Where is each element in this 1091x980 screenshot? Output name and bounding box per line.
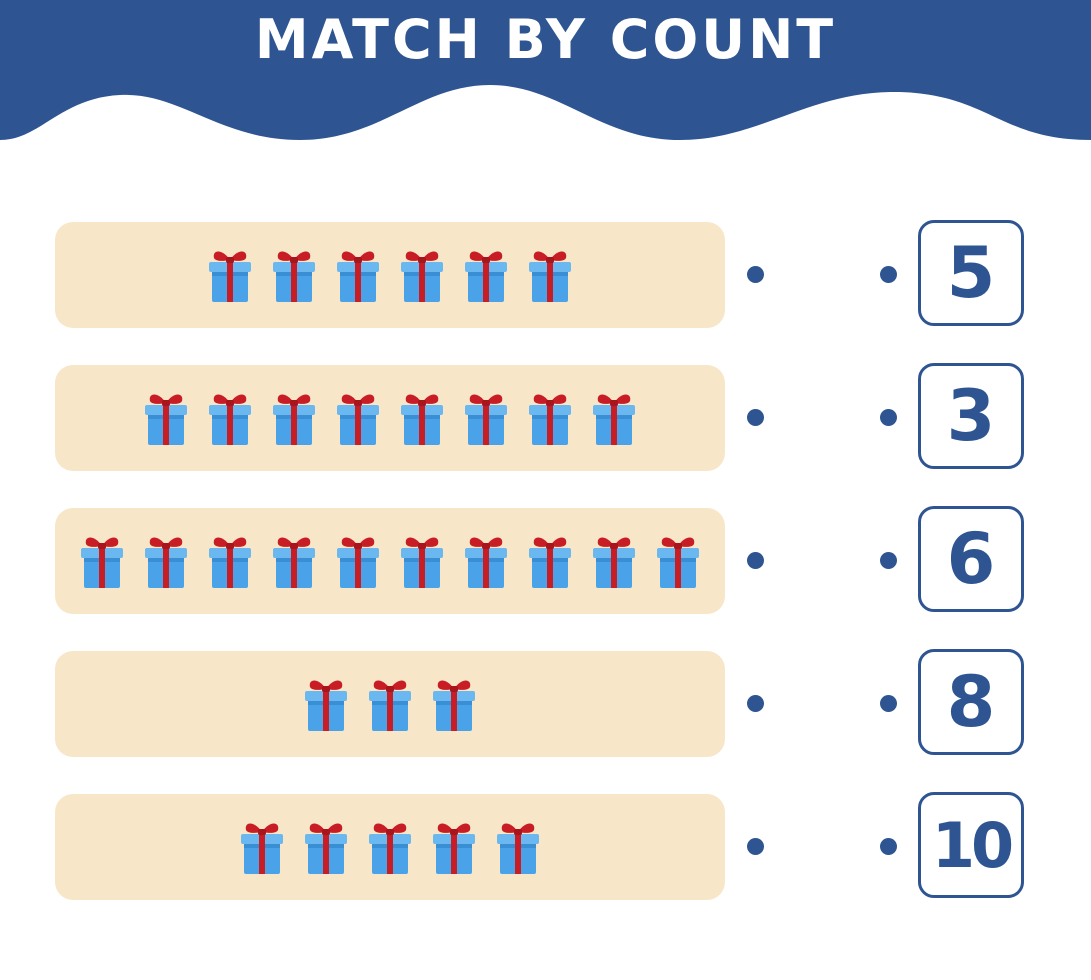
number-card[interactable]: 10 (918, 792, 1024, 898)
number-card[interactable]: 3 (918, 363, 1024, 469)
gift-box-icon (198, 246, 262, 304)
gift-box-icon (326, 532, 390, 590)
number-card[interactable]: 8 (918, 649, 1024, 755)
gift-box-icon (262, 532, 326, 590)
gift-box-icon (646, 532, 710, 590)
count-row (55, 222, 725, 328)
count-row (55, 794, 725, 900)
right-match-dot[interactable] (880, 409, 897, 426)
gift-box-icon (134, 532, 198, 590)
gift-box-icon (262, 246, 326, 304)
number-card[interactable]: 6 (918, 506, 1024, 612)
gift-box-icon (390, 246, 454, 304)
gift-box-icon (390, 532, 454, 590)
gift-box-icon (454, 532, 518, 590)
count-row (55, 365, 725, 471)
gift-box-icon (70, 532, 134, 590)
left-match-dot[interactable] (747, 838, 764, 855)
gift-box-icon (326, 246, 390, 304)
gift-box-icon (198, 389, 262, 447)
right-match-dot[interactable] (880, 266, 897, 283)
gift-box-icon (294, 818, 358, 876)
left-match-dot[interactable] (747, 409, 764, 426)
gift-box-icon (454, 246, 518, 304)
gift-box-icon (518, 246, 582, 304)
gift-box-icon (422, 675, 486, 733)
gift-box-icon (582, 389, 646, 447)
gift-box-icon (422, 818, 486, 876)
gift-box-icon (518, 532, 582, 590)
number-card[interactable]: 5 (918, 220, 1024, 326)
header-banner (0, 0, 1091, 140)
gift-box-icon (486, 818, 550, 876)
gift-box-icon (326, 389, 390, 447)
right-match-dot[interactable] (880, 838, 897, 855)
gift-box-icon (454, 389, 518, 447)
count-row (55, 508, 725, 614)
left-match-dot[interactable] (747, 266, 764, 283)
gift-box-icon (198, 532, 262, 590)
gift-box-icon (262, 389, 326, 447)
page-title: MATCH BY COUNT (254, 8, 837, 71)
right-match-dot[interactable] (880, 552, 897, 569)
left-match-dot[interactable] (747, 552, 764, 569)
gift-box-icon (294, 675, 358, 733)
gift-box-icon (358, 675, 422, 733)
gift-box-icon (582, 532, 646, 590)
right-match-dot[interactable] (880, 695, 897, 712)
gift-box-icon (518, 389, 582, 447)
gift-box-icon (390, 389, 454, 447)
gift-box-icon (230, 818, 294, 876)
gift-box-icon (358, 818, 422, 876)
gift-box-icon (134, 389, 198, 447)
left-match-dot[interactable] (747, 695, 764, 712)
count-row (55, 651, 725, 757)
